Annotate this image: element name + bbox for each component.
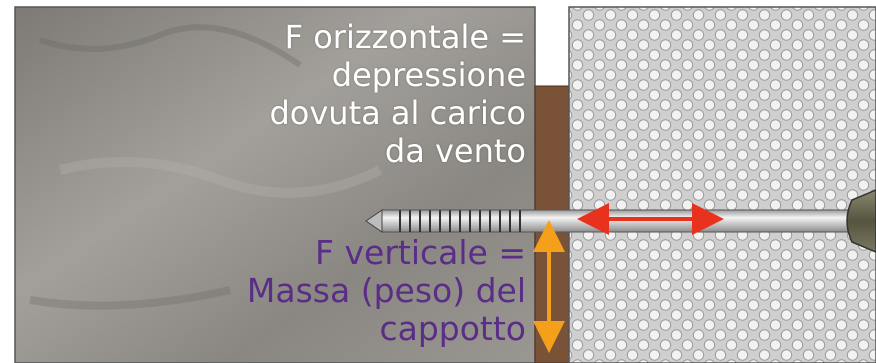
insulation-panel [568,6,876,363]
horizontal-force-label: F orizzontale = depressione dovuta al ca… [126,18,526,170]
horizontal-force-label-line: da vento [384,132,526,170]
vertical-force-label-line: cappotto [379,309,526,348]
concrete-texture [29,24,383,310]
vertical-force-label: F verticale = Massa (peso) del cappotto [106,234,526,348]
anchor-tip [365,209,383,233]
anchor-expansion-ribs [399,210,521,232]
vertical-force-label-line: Massa (peso) del [246,271,526,310]
concrete-wall [14,6,536,363]
vertical-force-label-line: F verticale = [315,233,526,272]
horizontal-force-label-line: F orizzontale = [284,18,526,56]
horizontal-force-label-line: dovuta al carico [269,94,526,132]
horizontal-force-label-line: depressione [331,56,526,94]
anchor-head [846,189,876,253]
